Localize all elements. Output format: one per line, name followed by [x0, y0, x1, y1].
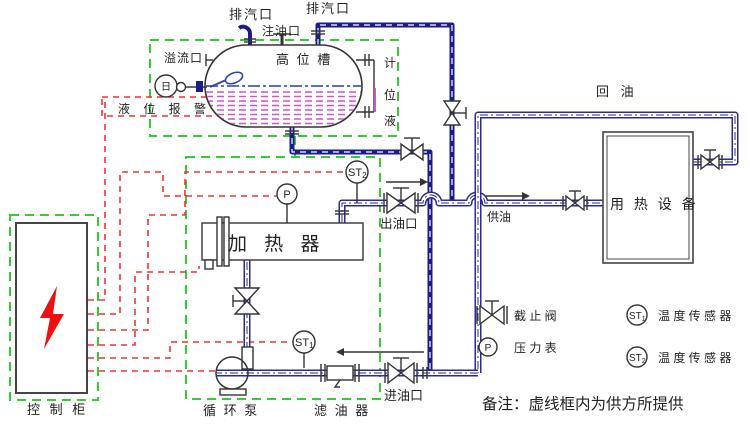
level-alarm-label: 液 位 报 警 — [118, 101, 211, 116]
gauge-char-top: 计 — [384, 56, 396, 70]
cabinet-label: 控 制 柜 — [27, 402, 88, 417]
vent-left-label: 排汽口 — [229, 7, 274, 22]
wire-st1 — [88, 341, 293, 359]
return-pipe — [474, 111, 739, 373]
fill-port-label: 注油口 — [262, 23, 301, 38]
legend-st2-label: 温 度 传 感 器 — [658, 350, 731, 365]
control-cabinet — [15, 222, 88, 394]
pump-base — [219, 388, 247, 396]
pump-discharge-neck — [241, 346, 254, 370]
valves — [232, 100, 723, 385]
heat-using-equipment: 用 热 设 备 — [602, 131, 699, 264]
return-label: 回 油 — [596, 84, 638, 99]
filter-label: 滤 油 器 — [314, 403, 370, 418]
legend-stop-valve-icon — [476, 300, 508, 326]
heater: 加 热 器 — [201, 210, 364, 270]
high-level-tank: 日 — [154, 30, 376, 135]
instruments: P ST2 ST1 — [276, 160, 369, 368]
wire-st2 — [88, 171, 346, 331]
tank-drain-valve — [400, 137, 424, 162]
st1-sensor-icon — [292, 330, 316, 354]
legend-pressure-gauge-icon — [478, 337, 498, 357]
st1-sensor-tag: ST1 — [295, 337, 314, 350]
filter-body — [326, 365, 354, 381]
note-text: 备注：虚线框内为供方所提供 — [482, 395, 684, 413]
supplier-scope-boxes — [9, 39, 399, 401]
float-ball — [224, 71, 244, 85]
expansion-line-valve — [442, 100, 467, 126]
legend: 截 止 阀 P 压 力 表 ST1 温 度 传 感 器 ST2 温 度 传 感 … — [476, 300, 731, 368]
heater-scope-box — [185, 156, 381, 400]
supply-pipe — [338, 191, 603, 223]
level-alarm-glyph: 日 — [161, 82, 171, 93]
filter-drain — [333, 379, 341, 388]
svg-text:ST1: ST1 — [629, 311, 646, 323]
st2-sensor-tag: ST2 — [348, 167, 367, 180]
level-gauge — [356, 54, 376, 118]
heater-element-terminal — [204, 259, 214, 270]
tank-label: 高 位 槽 — [276, 52, 332, 67]
st2-sensor-icon — [345, 160, 369, 184]
circulation-pump — [215, 346, 254, 396]
oil-outlet-valve — [383, 187, 419, 215]
tank-scope-box — [149, 39, 399, 137]
heater-element-flange — [216, 216, 223, 267]
lightning-icon — [40, 286, 64, 349]
heater-inlet-valve — [232, 287, 261, 315]
wire-level-alarm — [88, 97, 106, 301]
return-valve — [697, 149, 723, 171]
supply-valve — [562, 190, 588, 212]
overflow-label: 溢流口 — [164, 51, 203, 65]
gauge-char-mid: 位 — [384, 87, 396, 102]
legend-stop-valve-label: 截 止 阀 — [514, 309, 557, 323]
labels: 排汽口 排汽口 注油口 溢流口 高 位 槽 液 位 报 警 计 位 液 回 油 … — [27, 1, 684, 418]
float-lever — [209, 79, 227, 88]
legend-pressure-gauge-label: 压 力 表 — [514, 341, 557, 355]
legend-st1-icon — [626, 304, 648, 326]
tank-liquid — [206, 85, 361, 125]
equipment-label: 用 热 设 备 — [610, 196, 699, 212]
pressure-gauge-icon — [276, 183, 298, 205]
supply-label: 供油 — [487, 210, 511, 224]
vent-right-label: 排汽口 — [306, 1, 351, 16]
legend-st2-icon — [626, 346, 648, 368]
oil-inlet-valve — [384, 357, 418, 385]
flow-arrows — [336, 178, 530, 356]
legend-st1-label: 温 度 传 感 器 — [658, 308, 731, 323]
inlet-label: 进油口 — [384, 388, 423, 403]
tank-fittings — [205, 30, 325, 135]
svg-text:ST2: ST2 — [629, 353, 646, 365]
cabinet-scope-box — [9, 214, 99, 401]
gauge-char-bot: 液 — [384, 113, 396, 128]
oil-filter — [320, 364, 360, 388]
heater-label: 加 热 器 — [228, 233, 326, 255]
wire-heater-element — [88, 266, 200, 346]
svg-text:P: P — [485, 343, 492, 354]
level-alarm-device: 日 — [154, 74, 207, 98]
wire-pressure-gauge — [88, 171, 277, 315]
pump-label: 循 环 泵 — [203, 403, 259, 418]
tank-vent-curve — [237, 24, 252, 45]
outlet-label: 出油口 — [380, 217, 418, 231]
pressure-gauge-tag: P — [283, 189, 290, 201]
